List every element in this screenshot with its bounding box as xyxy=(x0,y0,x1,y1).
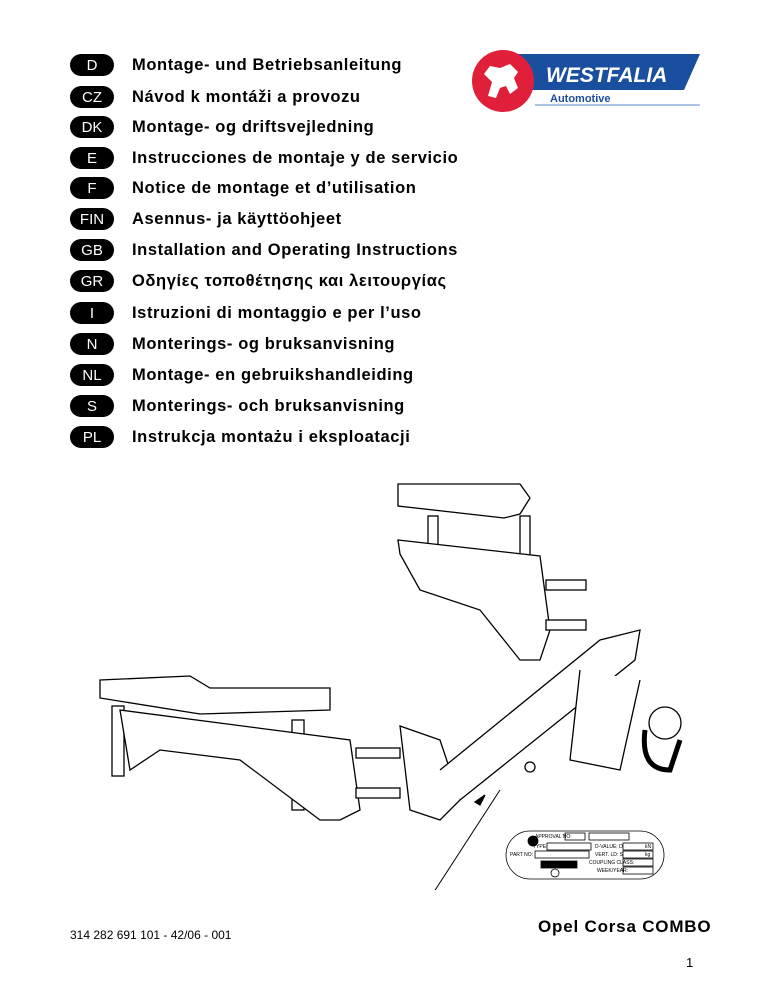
tow-bar-drawing xyxy=(99,483,683,890)
language-row: E Instrucciones de montaje y de servicio xyxy=(70,147,458,169)
language-row: N Monterings- og bruksanvisning xyxy=(70,333,395,355)
language-title: Montage- og driftsvejledning xyxy=(132,117,375,136)
language-code-badge: GR xyxy=(70,270,114,292)
page-number: 1 xyxy=(686,955,694,970)
language-title: Instrukcja montażu i eksploatacji xyxy=(132,427,411,446)
language-code-badge: S xyxy=(70,395,114,417)
plate-kg: kg xyxy=(645,852,651,858)
language-code-badge: GB xyxy=(70,239,114,261)
language-title: Monterings- og bruksanvisning xyxy=(132,334,396,353)
language-row: GB Installation and Operating Instruction… xyxy=(70,239,458,261)
language-code-badge: DK xyxy=(70,116,114,138)
westfalia-logo: WESTFALIA Automotive xyxy=(472,50,700,112)
language-code-badge: CZ xyxy=(70,86,114,108)
language-code-badge: FIN xyxy=(70,208,114,230)
language-row: DK Montage- og driftsvejledning xyxy=(70,116,374,138)
language-code-badge: F xyxy=(70,177,114,199)
plate-vertld: VERT. LD: S xyxy=(595,852,624,858)
logo-sub: Automotive xyxy=(550,93,611,105)
language-code-badge: D xyxy=(70,54,114,76)
language-title: Monterings- och bruksanvisning xyxy=(132,396,405,415)
language-row: PL Instrukcja montażu i eksploatacji xyxy=(70,426,410,448)
language-row: CZ Návod k montáži a provozu xyxy=(70,86,361,108)
language-row: FIN Asennus- ja käyttöohjeet xyxy=(70,208,342,230)
document-number: 314 282 691 101 - 42/06 - 001 xyxy=(70,928,232,942)
plate-kn: kN xyxy=(645,844,652,850)
language-title: Installation and Operating Instructions xyxy=(132,240,458,259)
language-title: Montage- en gebruikshandleiding xyxy=(132,365,414,384)
language-title: Οδηγίες τοποθέτησης και λειτουργίας xyxy=(132,271,447,290)
language-code-badge: E xyxy=(70,147,114,169)
language-code-badge: NL xyxy=(70,364,114,386)
plate-part: PART NO: xyxy=(510,852,533,858)
language-row: GR Οδηγίες τοποθέτησης και λειτουργίας xyxy=(70,270,447,292)
plate-dvalue: D-VALUE: D xyxy=(595,844,623,850)
language-title: Návod k montáži a provozu xyxy=(132,87,361,106)
plate-week: WEEK/YEAR: xyxy=(597,868,628,874)
language-code-badge: I xyxy=(70,302,114,324)
language-row: I Istruzioni di montaggio e per l’uso xyxy=(70,302,422,324)
language-row: S Monterings- och bruksanvisning xyxy=(70,395,405,417)
language-row: F Notice de montage et d’utilisation xyxy=(70,177,416,199)
vehicle-model: Opel Corsa COMBO xyxy=(538,917,712,936)
language-title: Asennus- ja käyttöohjeet xyxy=(132,209,342,228)
type-plate: APPROVAL NO: TYPE: PART NO: D-VALUE: D V… xyxy=(505,830,665,880)
language-title: Notice de montage et d’utilisation xyxy=(132,178,417,197)
language-title: Instrucciones de montaje y de servicio xyxy=(132,148,459,167)
plate-coupling: COUPLING CLASS: xyxy=(589,860,634,866)
language-title: Istruzioni di montaggio e per l’uso xyxy=(132,303,422,322)
language-row: D Montage- und Betriebsanleitung xyxy=(70,54,402,76)
language-code-badge: PL xyxy=(70,426,114,448)
language-title: Montage- und Betriebsanleitung xyxy=(132,55,403,74)
language-row: NL Montage- en gebruikshandleiding xyxy=(70,364,414,386)
plate-type: TYPE: xyxy=(533,844,547,850)
plate-approval: APPROVAL NO: xyxy=(535,834,572,840)
logo-brand: WESTFALIA xyxy=(546,64,667,87)
language-code-badge: N xyxy=(70,333,114,355)
